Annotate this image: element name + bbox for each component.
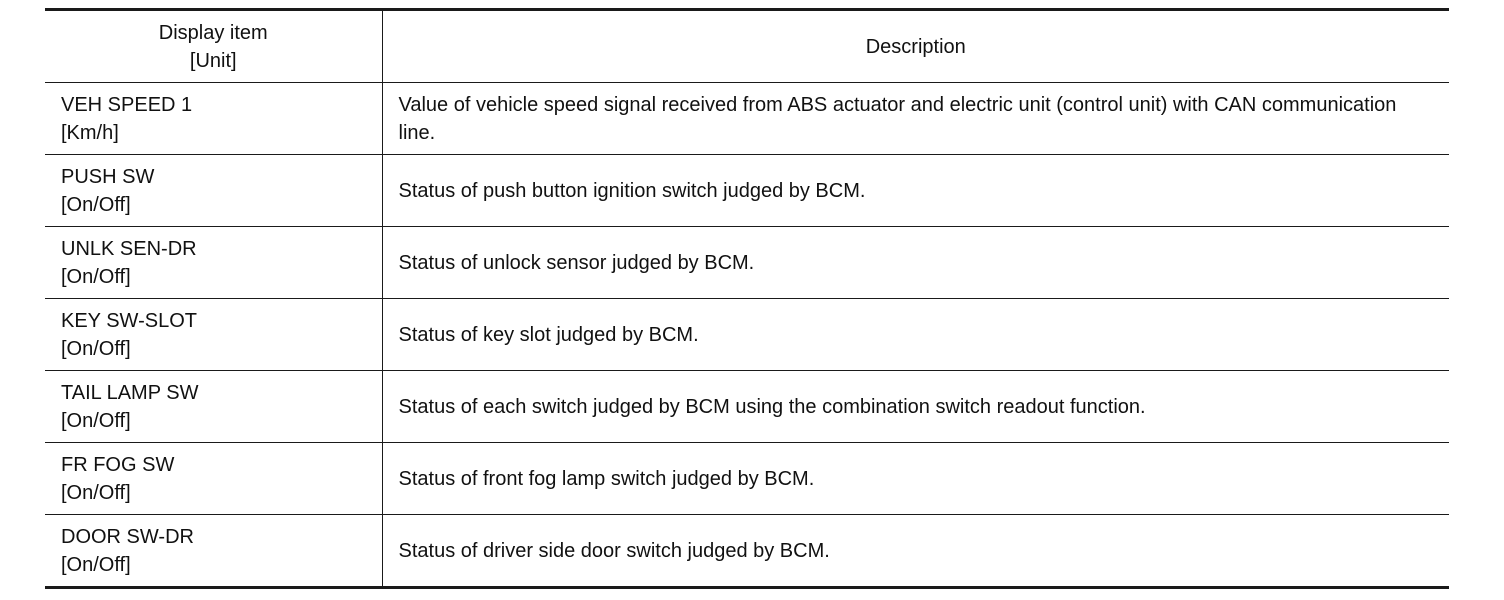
description-cell: Status of each switch judged by BCM usin…	[381, 370, 1449, 443]
item-name: TAIL LAMP SW	[61, 381, 199, 404]
table-row: UNLK SEN-DR [On/Off] Status of unlock se…	[45, 226, 1449, 299]
item-name: PUSH SW	[61, 165, 155, 188]
header-display-item: Display item [Unit]	[45, 9, 382, 83]
header-display-item-label: Display item	[158, 21, 268, 44]
item-cell: FR FOG SW [On/Off]	[45, 442, 382, 515]
header-unit-label: [Unit]	[189, 49, 237, 72]
description-cell: Status of push button ignition switch ju…	[381, 154, 1449, 227]
item-cell: PUSH SW [On/Off]	[45, 154, 382, 227]
item-unit: [On/Off]	[61, 337, 131, 360]
item-unit: [Km/h]	[61, 121, 119, 144]
item-cell: UNLK SEN-DR [On/Off]	[45, 226, 382, 299]
description-cell: Value of vehicle speed signal received f…	[381, 82, 1449, 155]
item-cell: VEH SPEED 1 [Km/h]	[45, 82, 382, 155]
description-cell: Status of front fog lamp switch judged b…	[381, 442, 1449, 515]
item-cell: KEY SW-SLOT [On/Off]	[45, 298, 382, 371]
item-unit: [On/Off]	[61, 409, 131, 432]
item-name: UNLK SEN-DR	[61, 237, 197, 260]
item-cell: DOOR SW-DR [On/Off]	[45, 515, 382, 588]
table-row: TAIL LAMP SW [On/Off] Status of each swi…	[45, 370, 1449, 443]
item-name: VEH SPEED 1	[61, 93, 193, 116]
description-cell: Status of key slot judged by BCM.	[381, 298, 1449, 371]
item-unit: [On/Off]	[61, 553, 131, 576]
table-row: DOOR SW-DR [On/Off] Status of driver sid…	[45, 514, 1449, 588]
item-unit: [On/Off]	[61, 481, 131, 504]
description-cell: Status of driver side door switch judged…	[381, 514, 1449, 588]
table-row: KEY SW-SLOT [On/Off] Status of key slot …	[45, 298, 1449, 371]
display-item-table: Display item [Unit] Description VEH SPEE…	[45, 8, 1449, 589]
table-row: FR FOG SW [On/Off] Status of front fog l…	[45, 442, 1449, 515]
item-name: KEY SW-SLOT	[61, 309, 197, 332]
item-name: FR FOG SW	[61, 453, 175, 476]
item-name: DOOR SW-DR	[61, 525, 194, 548]
description-cell: Status of unlock sensor judged by BCM.	[381, 226, 1449, 299]
item-unit: [On/Off]	[61, 265, 131, 288]
header-description: Description	[381, 9, 1449, 83]
display-item-table-container: Display item [Unit] Description VEH SPEE…	[45, 8, 1449, 589]
table-header-row: Display item [Unit] Description	[45, 9, 1449, 83]
table-row: VEH SPEED 1 [Km/h] Value of vehicle spee…	[45, 82, 1449, 155]
item-cell: TAIL LAMP SW [On/Off]	[45, 370, 382, 443]
table-row: PUSH SW [On/Off] Status of push button i…	[45, 154, 1449, 227]
item-unit: [On/Off]	[61, 193, 131, 216]
